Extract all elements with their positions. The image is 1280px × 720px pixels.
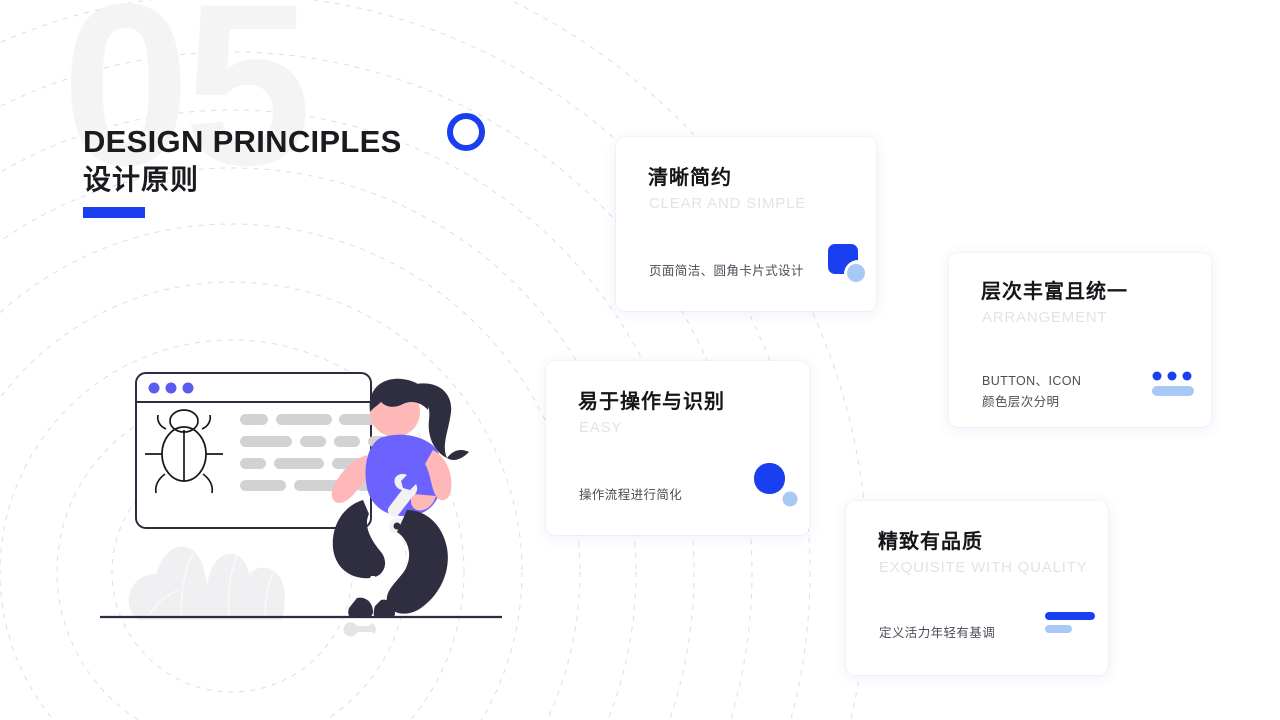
principle-card-exquisite-with-quality[interactable]: 精致有品质 EXQUISITE WITH QUALITY 定义活力年轻有基调 — [846, 501, 1108, 675]
title-chinese: 设计原则 — [83, 163, 200, 195]
card-description: 定义活力年轻有基调 — [879, 626, 996, 640]
section-number-watermark: 05 — [62, 0, 312, 213]
wrench-ground-icon — [343, 622, 376, 637]
rounded-square-with-dot-icon — [828, 244, 865, 282]
title-english: DESIGN PRINCIPLES — [83, 124, 402, 159]
page-title: DESIGN PRINCIPLES 设计原则 — [83, 124, 402, 218]
bug-icon — [145, 409, 223, 494]
principle-card-arrangement[interactable]: 层次丰富且统一 ARRANGEMENT BUTTON、ICON 颜色层次分明 — [949, 253, 1211, 427]
wrench-icon — [387, 473, 418, 534]
principle-card-clear-and-simple[interactable]: 清晰简约 CLEAR AND SIMPLE 页面简洁、圆角卡片式设计 — [616, 137, 876, 311]
card-title: 层次丰富且统一 — [981, 281, 1128, 303]
three-dots-with-bar-icon — [1152, 371, 1194, 396]
debugging-illustration — [100, 372, 502, 637]
title-underline-bar — [83, 206, 145, 218]
principle-card-easy[interactable]: 易于操作与识别 EASY 操作流程进行简化 — [546, 361, 809, 535]
two-bars-icon — [1045, 612, 1095, 633]
card-subtitle: CLEAR AND SIMPLE — [649, 195, 807, 212]
card-title: 精致有品质 — [878, 531, 983, 553]
card-subtitle: EASY — [579, 419, 623, 436]
bush-decoration — [128, 546, 285, 620]
crouching-woman-with-wrench — [331, 378, 469, 618]
ring-accent-icon — [447, 113, 485, 151]
card-title: 易于操作与识别 — [578, 391, 725, 413]
card-description: 操作流程进行简化 — [579, 488, 683, 502]
card-subtitle: ARRANGEMENT — [982, 309, 1108, 326]
card-description: BUTTON、ICON 颜色层次分明 — [982, 374, 1082, 409]
card-subtitle: EXQUISITE WITH QUALITY — [879, 559, 1088, 576]
large-circle-with-dot-icon — [754, 463, 798, 507]
browser-window-with-bug-icon — [135, 372, 388, 529]
card-title: 清晰简约 — [648, 167, 732, 189]
card-description: 页面简洁、圆角卡片式设计 — [649, 264, 804, 278]
